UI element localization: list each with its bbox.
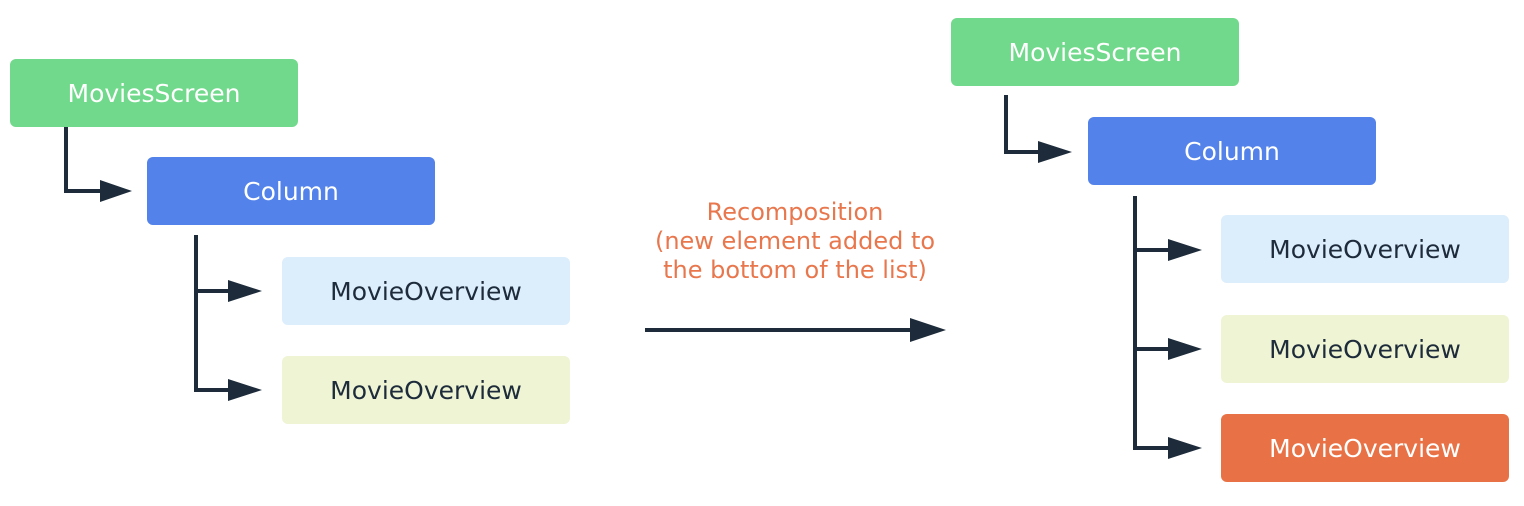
node-label: MovieOverview [330,276,522,306]
connector-column-to-item1-left [194,235,230,293]
right-movie-overview-node-2: MovieOverview [1221,315,1509,383]
node-label: MovieOverview [1269,234,1461,264]
left-column-node: Column [147,157,435,225]
right-movie-overview-node-1: MovieOverview [1221,215,1509,283]
arrowhead-icon [1168,437,1202,459]
connector-column-to-item2-left [194,291,230,392]
recomposition-caption: Recomposition (new element added to the … [600,198,990,285]
connector-screen-to-column-left [64,127,102,193]
node-label: MoviesScreen [67,78,241,108]
arrowhead-icon [228,280,262,302]
right-movie-overview-node-3-added: MovieOverview [1221,414,1509,482]
arrowhead-icon [1168,239,1202,261]
right-column-node: Column [1088,117,1376,185]
node-label: Column [1184,136,1280,166]
left-movie-overview-node-1: MovieOverview [282,257,570,325]
left-movie-overview-node-2: MovieOverview [282,356,570,424]
right-movies-screen-node: MoviesScreen [951,18,1239,86]
arrowhead-icon [100,180,132,202]
right-arrow-icon [910,318,946,342]
connector-column-to-item3-right [1133,349,1170,450]
connector-column-to-item1-right [1133,196,1170,252]
node-label: MovieOverview [1269,334,1461,364]
node-label: Column [243,176,339,206]
node-label: MovieOverview [1269,433,1461,463]
arrowhead-icon [228,379,262,401]
node-label: MovieOverview [330,375,522,405]
caption-line: the bottom of the list) [663,256,927,284]
left-movies-screen-node: MoviesScreen [10,59,298,127]
caption-line: Recomposition [706,198,884,226]
connector-screen-to-column-right [1004,95,1040,154]
arrowhead-icon [1168,338,1202,360]
node-label: MoviesScreen [1008,37,1182,67]
caption-line: (new element added to [654,227,936,255]
connector-column-to-item2-right [1133,250,1170,351]
arrowhead-icon [1038,141,1072,163]
